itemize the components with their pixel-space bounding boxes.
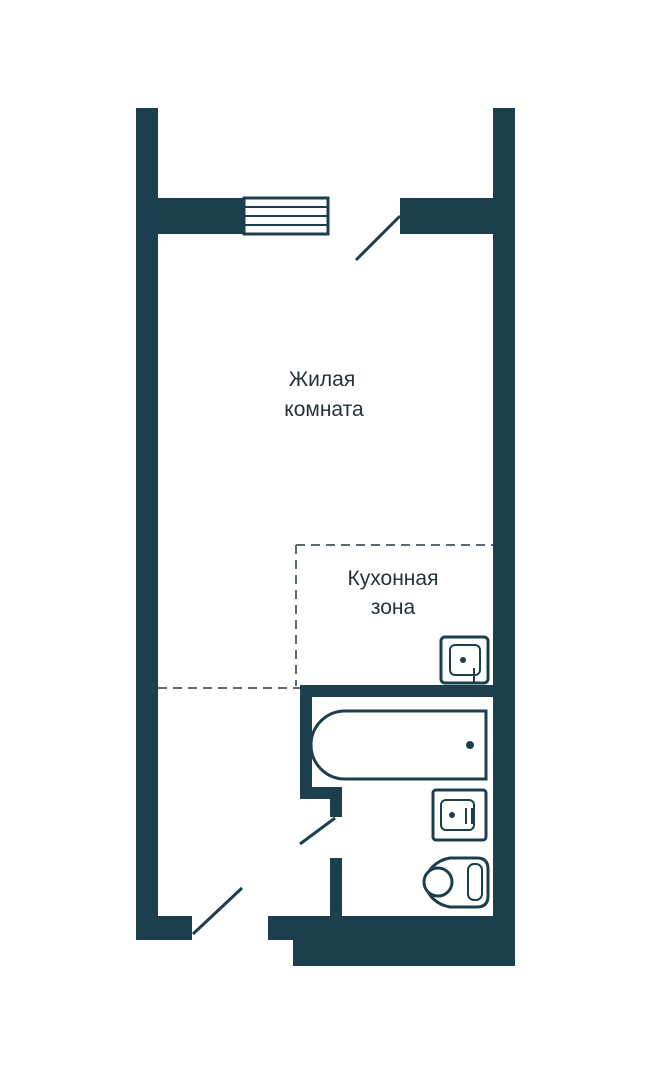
balcony-wall-right bbox=[400, 198, 515, 234]
balcony-wall-left bbox=[136, 198, 244, 234]
toilet-icon bbox=[422, 856, 490, 909]
right-wall bbox=[493, 108, 515, 966]
bathroom-lower-wall bbox=[330, 858, 342, 916]
bathtub-icon bbox=[309, 709, 488, 781]
living-room-label-line1: Жилая bbox=[289, 368, 355, 391]
living-room-label-line2: комната bbox=[284, 398, 364, 421]
kitchen-zone-label-line2: зона bbox=[371, 596, 416, 619]
bottom-wall-base bbox=[293, 936, 515, 966]
kitchen-zone-label-line1: Кухонная bbox=[348, 567, 439, 590]
bottom-wall-left bbox=[136, 916, 192, 940]
left-wall bbox=[136, 108, 158, 940]
walls bbox=[136, 108, 515, 966]
bathroom-door bbox=[299, 816, 336, 846]
bathroom-top-wall bbox=[300, 685, 515, 697]
sink-icon bbox=[431, 788, 488, 842]
bathroom-left-jamb-post bbox=[330, 787, 342, 817]
kitchen-zone-boundary bbox=[295, 544, 493, 686]
door-swing-icon bbox=[191, 214, 402, 936]
bathroom-left-wall bbox=[300, 685, 312, 787]
window-icon bbox=[242, 196, 330, 236]
stove-icon bbox=[439, 635, 490, 685]
entrance-door bbox=[191, 886, 244, 936]
balcony-door bbox=[354, 214, 402, 262]
